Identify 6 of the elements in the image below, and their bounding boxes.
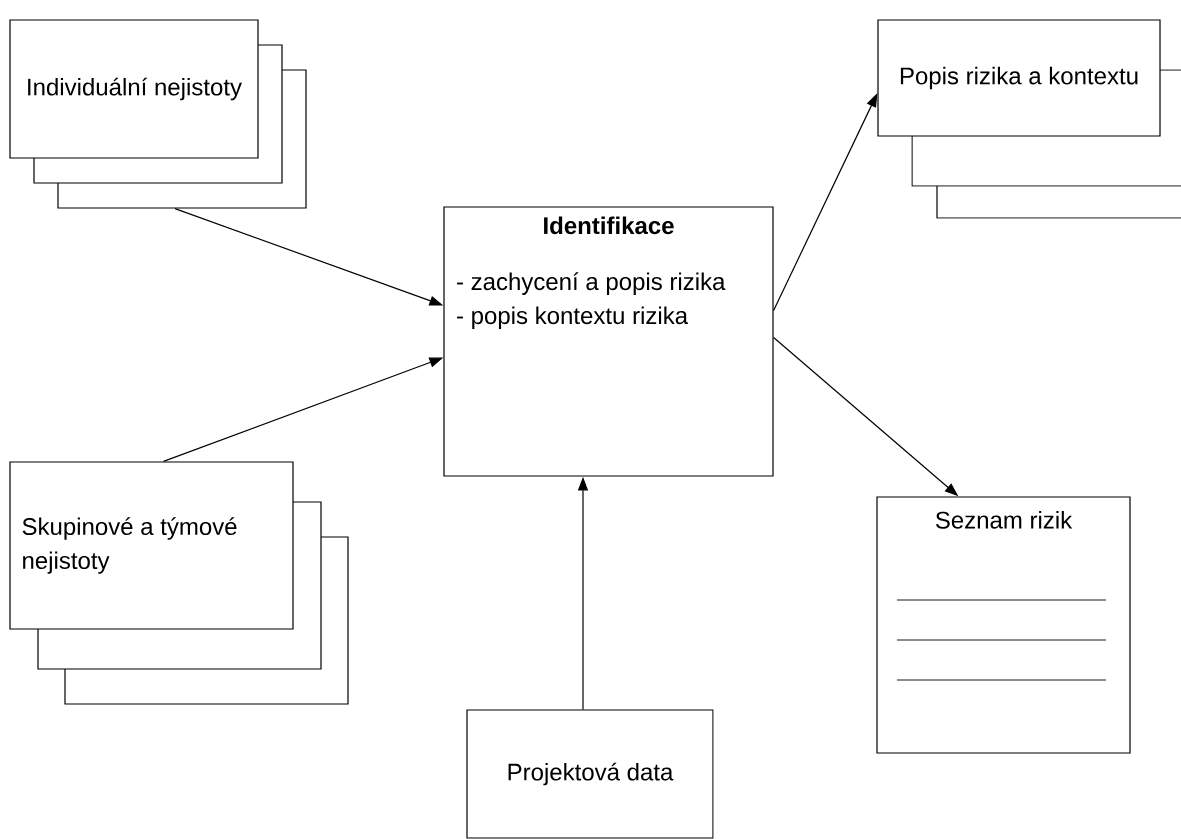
document-stack: Popis rizika a kontextu: [877, 19, 1181, 219]
process-box: Identifikace - zachycení a popis rizika - popis kontextu rizika: [443, 206, 774, 477]
document-stack: Skupinové a týmové nejistoty: [9, 461, 349, 705]
document-stack: Individuální nejistoty: [9, 19, 307, 209]
process-box: Projektová data: [466, 709, 714, 839]
process-box: Seznam rizik: [876, 496, 1131, 754]
